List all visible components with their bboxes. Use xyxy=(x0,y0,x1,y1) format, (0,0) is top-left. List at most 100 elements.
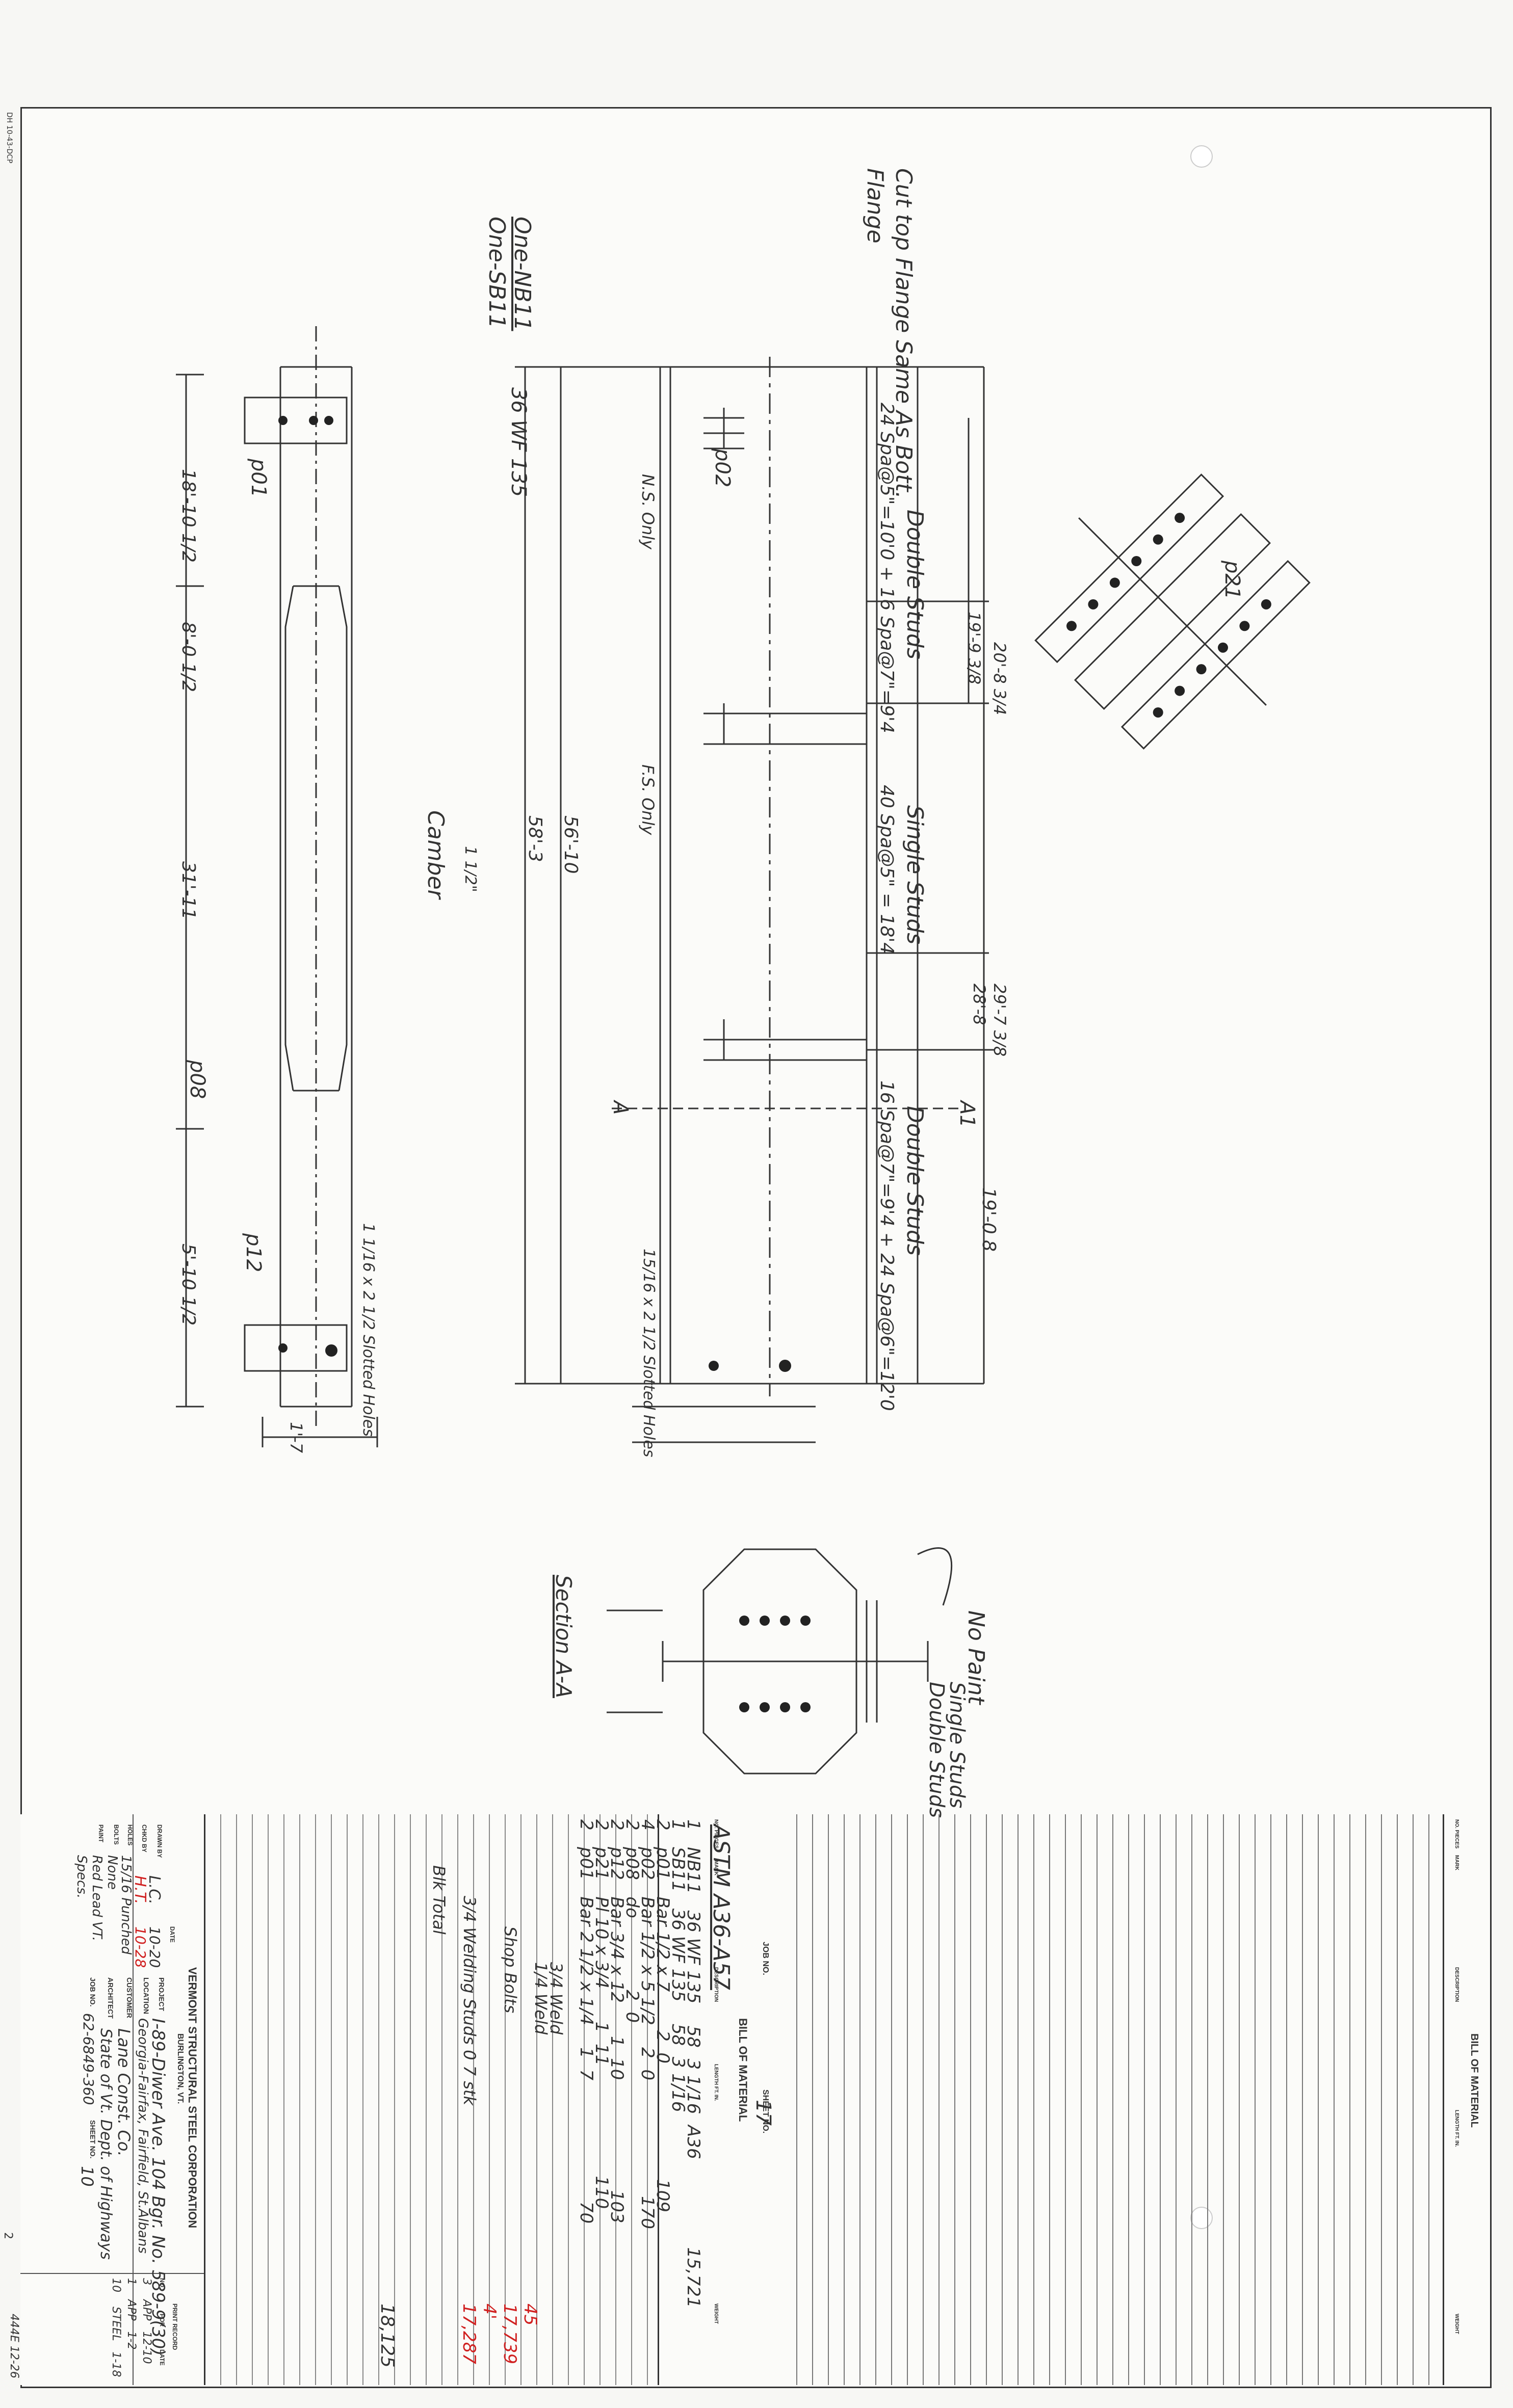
date-label: DATE xyxy=(169,1926,176,1943)
holes-label: HOLES xyxy=(126,1824,134,1846)
company-name: VERMONT STRUCTURAL STEEL CORPORATION xyxy=(186,1967,199,2229)
bom-blank-col-desc: DESCRIPTION xyxy=(1454,1967,1459,2002)
mark-p08: p08 xyxy=(186,1060,209,1099)
chkd-date-value: 10-28 xyxy=(132,1926,149,1968)
one-nb-mark: One-NB11 xyxy=(509,217,535,331)
bom-circle-no: 17 xyxy=(751,2100,775,2126)
print-record-no-label: NO. xyxy=(159,2278,166,2289)
bom-filled-table xyxy=(204,1814,781,2385)
bom-blank-table: BILL OF MATERIAL NO. PIECES MARK DESCRIP… xyxy=(780,1814,1490,2385)
punch-hole-icon xyxy=(1190,145,1213,168)
double-studs-left-spacing: 24 Spa@5"=10'0 + 16 Spa@7"=9'4 xyxy=(876,403,897,733)
customer-value: Lane Const. Co. xyxy=(114,2028,134,2157)
specs-value: Specs. xyxy=(74,1855,89,1899)
bom-col-pieces: NO. PIECES xyxy=(713,1819,719,1849)
mark-p12: p12 xyxy=(242,1233,265,1273)
bom-weight-red: 45 xyxy=(520,2304,540,2326)
bolts-label: BOLTS xyxy=(113,1824,120,1845)
slotted-holes-note-1: 1 1/16 x 2 1/2 Slotted Holes xyxy=(359,1223,377,1437)
bom-col-weight: WEIGHT xyxy=(713,2304,719,2324)
bom-weight-red: 17,287 xyxy=(459,2304,479,2364)
double-studs-left: Double Studs xyxy=(902,510,928,659)
bom-blank-col-mark: MARK xyxy=(1454,1855,1459,1870)
one-sb-mark: One-SB11 xyxy=(484,217,510,329)
dim-8: 58'-3 xyxy=(525,815,545,862)
dim-7: 56'-10 xyxy=(560,815,581,874)
bom-col-mark: MARK xyxy=(713,1860,719,1875)
double-studs-right-spacing: 16 Spa@7"=9'4 + 24 Spa@6"=12'0 xyxy=(876,1080,897,1411)
dim-3: 31'-11 xyxy=(178,861,199,920)
section-aa-label: Section A-A xyxy=(551,1575,576,1699)
single-studs-spacing: 40 Spa@5" = 18'4 xyxy=(876,785,897,955)
paint-label: PAINT xyxy=(97,1824,105,1843)
dim-1: 18'-10 1/2 xyxy=(178,469,199,563)
print-record-label: PRINT RECORD xyxy=(171,2304,178,2350)
camber-note: Camber xyxy=(423,810,449,899)
section-wf-label: 36 WF 135 xyxy=(507,387,530,497)
job-no-value: 62-6849-360 xyxy=(80,2013,97,2105)
company-city: BURLINGTON, VT. xyxy=(176,2033,185,2104)
dim-12: 28'-8 xyxy=(970,984,989,1025)
section-mark-a1: A1 xyxy=(955,1101,979,1128)
single-studs-aa: Single Studs xyxy=(945,1682,969,1809)
bom-blank-col-weight: WEIGHT xyxy=(1454,2314,1459,2334)
camber-value: 1 1/2" xyxy=(461,846,479,892)
sheet-no-value: 10 xyxy=(77,2166,97,2187)
section-mark-a: A xyxy=(609,1101,632,1115)
dim-13: 19'-0 8 xyxy=(978,1187,999,1252)
bom-blank-header xyxy=(1443,1814,1490,2385)
bom-extra-line: 1/4 Weld xyxy=(531,1962,551,2035)
single-studs-label: Single Studs xyxy=(902,805,928,945)
bom-blank-col-ft: LENGTH FT. xyxy=(1454,2110,1459,2139)
mark-p02: p02 xyxy=(711,448,734,488)
paint-value: Red Lead VT. xyxy=(89,1855,105,1941)
chkd-by-label: CHKD BY xyxy=(141,1824,148,1853)
location-value: Georgia-Fairfax, Fairfield, St.Albans xyxy=(135,2018,150,2254)
corner-no: 2 xyxy=(2,2232,14,2239)
corner-code: 444E 12-26 xyxy=(8,2314,20,2378)
bom-job-no-label: JOB NO. xyxy=(761,1942,770,1975)
dim-6: 1'-7 xyxy=(286,1422,306,1453)
bom-extra-line: Shop Bolts xyxy=(501,1926,520,2014)
bolts-value: None xyxy=(105,1855,120,1890)
bom-title: BILL OF MATERIAL xyxy=(737,2018,749,2122)
location-label: LOCATION xyxy=(142,1977,150,2015)
bom-row: 2 p01 Bar 2 1/2 x 1/4 1 7 70 xyxy=(576,1819,596,2224)
sheet-no-label: SHEET NO. xyxy=(89,2120,97,2159)
customer-label: CUSTOMER xyxy=(125,1977,134,2018)
fs-only-note: F.S. Only xyxy=(638,764,658,835)
print-record-date-label: DATE xyxy=(159,2349,166,2366)
bom-col-desc: DESCRIPTION xyxy=(713,1967,719,2002)
bom-weight-red: 17,739 xyxy=(500,2304,520,2364)
print-record-row: 1 APP 1-2 xyxy=(125,2278,138,2350)
chkd-by-value: H.T. xyxy=(131,1875,149,1904)
bom-filled-header-band xyxy=(658,1814,781,2385)
dim-9: 19'-9 3/8 xyxy=(964,612,984,685)
drawn-by-label: DRAWN BY xyxy=(156,1824,163,1858)
double-studs-right: Double Studs xyxy=(902,1106,928,1256)
bom-blank-col-pieces: NO. PIECES xyxy=(1454,1819,1459,1849)
bom-col-in: IN. xyxy=(713,2095,719,2101)
dim-2: 8'-0 1/2 xyxy=(178,622,199,693)
bom-col-ft: LENGTH FT. xyxy=(713,2064,719,2094)
holes-value: 15/16 Punched xyxy=(118,1855,134,1955)
bom-blank-title: BILL OF MATERIAL xyxy=(1469,2033,1480,2128)
double-studs-aa: Double Studs xyxy=(925,1682,948,1818)
bom-weight-red: 4' xyxy=(479,2304,500,2319)
architect-value: State of Vt. Dept. of Highways xyxy=(97,2028,115,2260)
job-no-label: JOB NO. xyxy=(89,1977,97,2007)
mark-p21: p21 xyxy=(1220,561,1244,600)
print-record-row: 3 APP 12-10 xyxy=(140,2278,153,2364)
bom-blank-col-in: IN. xyxy=(1454,2140,1459,2147)
dim-11: 29'-7 3/8 xyxy=(990,984,1009,1057)
dim-4: 5'-10 1/2 xyxy=(178,1243,199,1326)
bom-extra-line: Blk Total xyxy=(429,1865,449,1935)
mark-p01: p01 xyxy=(247,459,270,498)
bom-total-weight: 18,125 xyxy=(377,2304,398,2368)
dim-10: 20'-8 3/4 xyxy=(990,642,1009,716)
bom-extra-line: 3/4 Welding Studs 0 7 stk xyxy=(460,1896,479,2105)
title-block xyxy=(20,1814,205,2385)
project-label: PROJECT xyxy=(158,1977,166,2012)
